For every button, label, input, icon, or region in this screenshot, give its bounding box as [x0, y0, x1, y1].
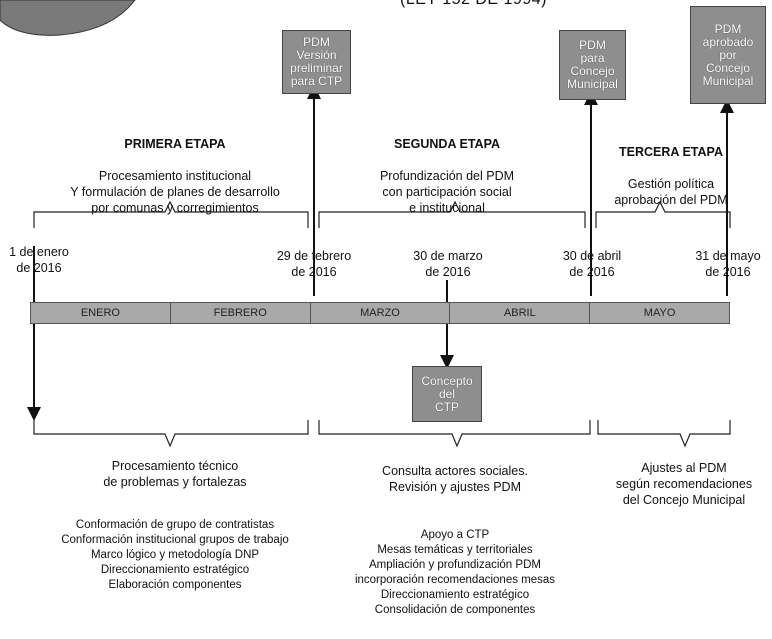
- stage-tercera-title: TERCERA ETAPA: [619, 145, 723, 159]
- month-mayo: MAYO: [643, 307, 676, 319]
- stage-primera-body: Procesamiento institucional Y formulació…: [70, 169, 280, 215]
- stage-segunda-body: Profundización del PDM con participación…: [379, 169, 515, 215]
- month-enero: ENERO: [31, 303, 171, 323]
- corner-blob-shape: [0, 0, 136, 36]
- stage-segunda-title: SEGUNDA ETAPA: [393, 137, 501, 151]
- timeline-bar: ENERO FEBRERO MARZO ABRIL MAYO: [30, 302, 730, 324]
- stage-tercera: TERCERA ETAPA Gestión política aprobació…: [606, 128, 736, 224]
- bottom-group-1-items: Conformación de grupo de contratistas Co…: [61, 519, 289, 591]
- bottom-group-2-items: Apoyo a CTP Mesas temáticas y territoria…: [354, 529, 556, 616]
- bottom-group-1-title: Procesamiento técnico de problemas y for…: [103, 459, 247, 489]
- month-abril: ABRIL: [450, 303, 591, 323]
- brace-bottom-3: [597, 420, 731, 448]
- date-30-abril: 30 de abril de 2016: [562, 249, 622, 279]
- date-1-enero: 1 de enero de 2016: [9, 245, 69, 275]
- month-febrero: FEBRERO: [171, 303, 311, 323]
- brace-bottom-2: [318, 420, 591, 448]
- stage-primera-title: PRIMERA ETAPA: [124, 137, 226, 151]
- bottom-group-3-title: Ajustes al PDM según recomendaciones del…: [615, 461, 753, 507]
- stage-segunda: SEGUNDA ETAPA Profundización del PDM con…: [352, 120, 542, 232]
- stage-primera: PRIMERA ETAPA Procesamiento instituciona…: [60, 120, 290, 232]
- date-30-marzo: 30 de marzo de 2016: [413, 249, 483, 279]
- brace-primera-etapa: [33, 200, 309, 228]
- brace-tercera-etapa: [595, 200, 731, 228]
- bottom-group-2-title: Consulta actores sociales. Revisión y aj…: [382, 464, 528, 494]
- law-reference: (LEY 152 DE 1994): [400, 0, 547, 9]
- box-pdm-preliminar: PDM Versión preliminar para CTP: [282, 30, 351, 94]
- date-29-febrero: 29 de febrero de 2016: [276, 249, 352, 279]
- brace-bottom-1: [33, 420, 309, 448]
- stage-tercera-body: Gestión política aprobación del PDM: [614, 177, 728, 207]
- box-pdm-concejo: PDM para Concejo Municipal: [559, 30, 626, 100]
- date-31-mayo: 31 de mayo de 2016: [695, 249, 761, 279]
- month-marzo: MARZO: [311, 303, 451, 323]
- box-concepto-ctp: Concepto del CTP: [412, 366, 482, 422]
- box-pdm-aprobado: PDM aprobado por Concejo Municipal: [690, 6, 766, 104]
- brace-segunda-etapa: [318, 200, 586, 228]
